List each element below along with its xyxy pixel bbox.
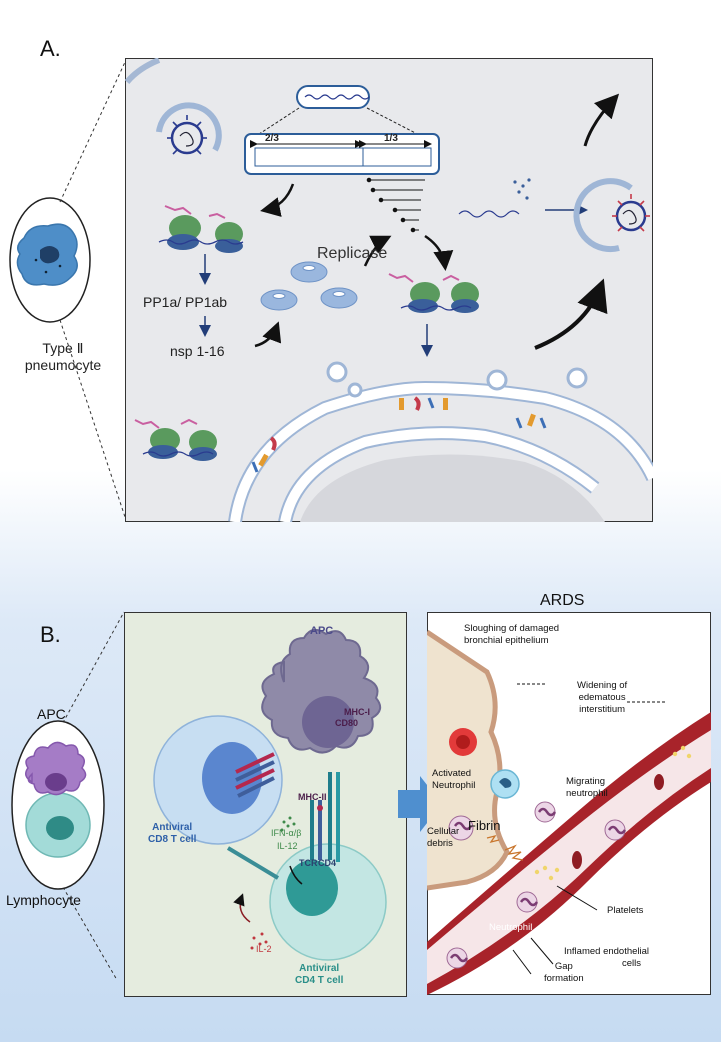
sloughing-line1: Sloughing of damaged [464, 623, 560, 634]
panel-a-diagram: Replicase . [125, 58, 653, 522]
replicase-label: Replicase [317, 245, 387, 262]
activated-line2: Neutrophil [432, 780, 476, 791]
cell-label-line1: Type Ⅱ [42, 340, 84, 356]
migrating-line1: Migrating [566, 776, 606, 787]
platelets-label: Platelets [607, 905, 644, 916]
apc-lymphocyte-thumbnail [11, 611, 125, 980]
cd4-tcell-icon [269, 843, 387, 961]
neutrophil-icon [446, 801, 627, 969]
cd4-receptor-label: CD4 [318, 858, 337, 868]
replicase-icon [260, 261, 358, 311]
nsp-label: nsp 1-16 [170, 343, 225, 359]
fibrin-label: Fibrin [468, 818, 501, 833]
ribosome-icon [158, 205, 244, 253]
genome-rna-icon [244, 85, 440, 175]
cd8-tcell-icon [153, 715, 283, 845]
activated-line1: Activated [432, 768, 472, 779]
apc-thumbnail-label: APC [37, 706, 66, 722]
cd80-label: CD80 [335, 718, 359, 728]
genome-right-label: 1/3 [384, 133, 398, 144]
il2-label: IL-2 [256, 944, 272, 954]
virus-endosome-icon [156, 102, 222, 155]
pneumocyte-thumbnail [9, 197, 91, 323]
genome-left-label: 2/3 [265, 133, 279, 144]
cd4-label-line2: CD4 T cell [295, 975, 344, 986]
apc-inner-label: APC [310, 625, 334, 637]
inflamed-line2: cells [622, 958, 642, 969]
widening-line2: edematous [578, 692, 626, 703]
cd8-label-line1: Antiviral [152, 822, 193, 833]
widening-line1: Widening of [577, 680, 628, 691]
ribosome-icon [134, 418, 217, 461]
widening-line3: interstitium [579, 704, 626, 715]
gap-line2: formation [544, 973, 584, 984]
subgenomic-rna-icon [366, 177, 425, 233]
panel-a-label: A. [40, 36, 61, 61]
apc-tcell-diagram [124, 612, 407, 997]
pp1a-label: PP1a/ PP1ab [143, 294, 228, 310]
cellular-line2: debris [427, 838, 453, 849]
il12-label: IL-12 [277, 841, 298, 851]
cd8-label-line2: CD8 T cell [148, 834, 197, 845]
cd4-label-line1: Antiviral [299, 963, 340, 974]
cell-label-line2: pneumocyte [24, 357, 102, 373]
zoom-lines-a [59, 59, 127, 521]
neutrophil-label: Neutrophil [489, 922, 533, 933]
lymphocyte-label: Lymphocyte [6, 892, 81, 908]
endoplasmic-reticulum-icon [228, 361, 653, 522]
inflamed-line1: Inflamed endothelial [564, 946, 650, 957]
mhc2-label: MHC-II [298, 792, 327, 802]
tcr-label: TCR [299, 858, 318, 868]
sloughing-line2: bronchial epithelium [464, 635, 549, 646]
ards-title: ARDS [540, 592, 585, 609]
panel-b-label: B. [40, 622, 61, 647]
ards-diagram [427, 612, 711, 995]
ribosome-icon [388, 273, 479, 313]
migrating-line2: neutrophil [566, 788, 608, 799]
cellular-line1: Cellular [427, 826, 460, 837]
apc-cell-icon [261, 628, 382, 754]
gap-line1: Gap [554, 961, 573, 972]
ifn-label: IFN-α/β [271, 828, 302, 838]
virus-exit-icon [573, 178, 650, 253]
mhc1-label: MHC-I [344, 707, 370, 717]
